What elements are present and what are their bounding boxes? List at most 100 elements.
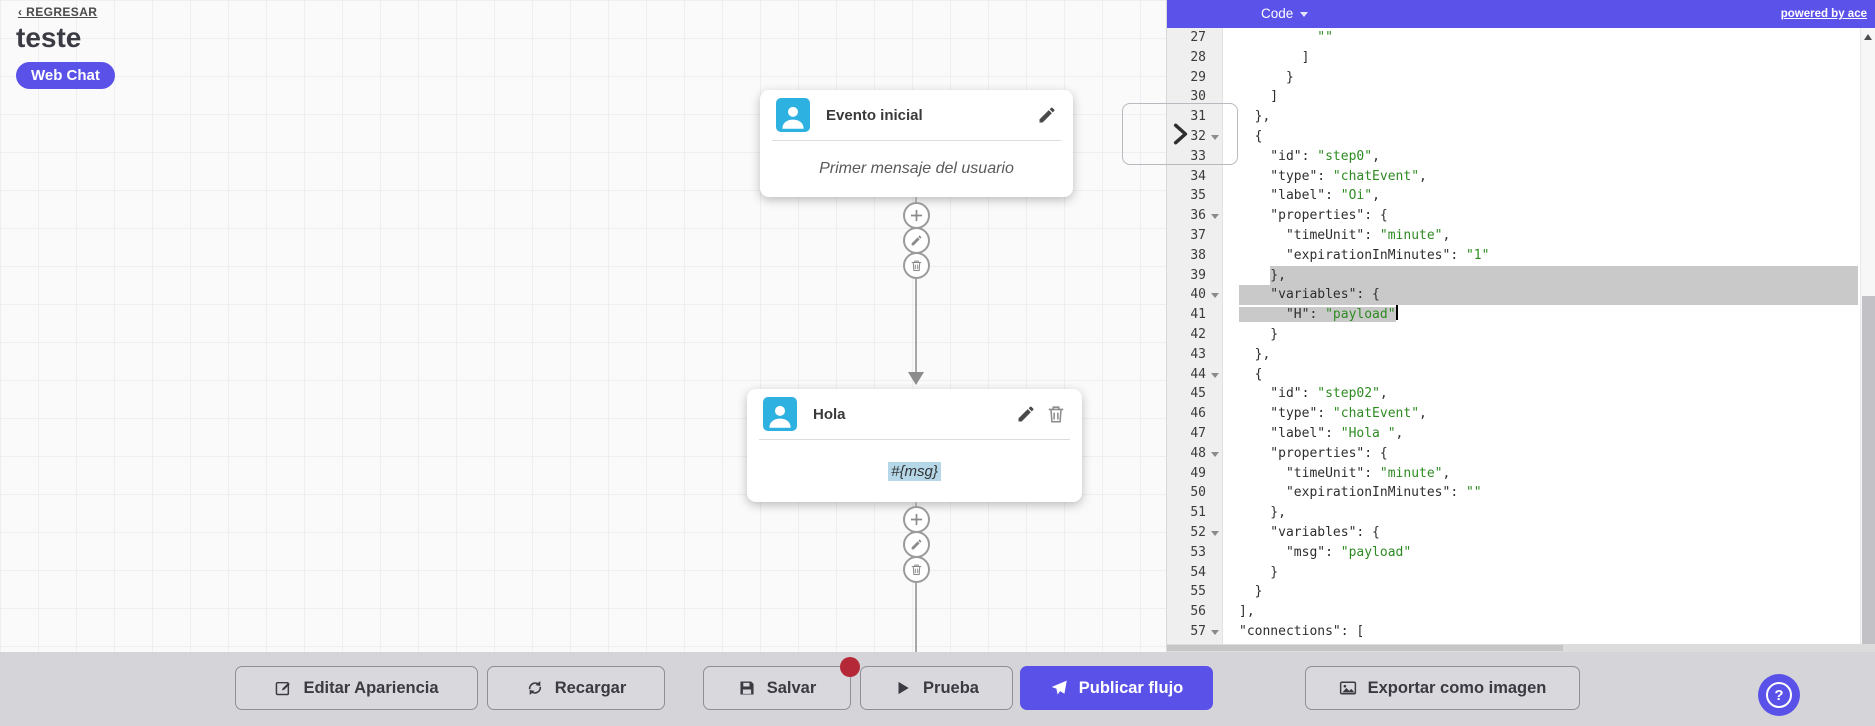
code-line[interactable]: } bbox=[1239, 326, 1279, 342]
edit-icon[interactable] bbox=[1016, 404, 1036, 424]
scroll-up-arrow-icon[interactable] bbox=[1864, 34, 1872, 40]
scrollbar-thumb[interactable] bbox=[1167, 645, 1564, 651]
collapse-code-panel-button[interactable] bbox=[1122, 103, 1238, 165]
code-line[interactable]: "variables": { bbox=[1239, 524, 1380, 540]
code-line[interactable]: "timeUnit": "minute", bbox=[1239, 227, 1451, 243]
plus-icon bbox=[910, 209, 923, 222]
code-line[interactable]: { bbox=[1223, 642, 1875, 645]
gutter-line-number: 57 bbox=[1167, 622, 1222, 642]
code-line[interactable]: ], bbox=[1239, 604, 1255, 620]
fold-caret-icon[interactable] bbox=[1211, 451, 1219, 457]
selection-stripe bbox=[1270, 265, 1858, 286]
code-line[interactable]: } bbox=[1239, 69, 1294, 85]
salvar-button[interactable]: Salvar bbox=[703, 657, 860, 710]
toolbar-button-label: Exportar como imagen bbox=[1367, 678, 1547, 697]
channel-badge: Web Chat bbox=[16, 62, 115, 89]
gutter-line-number: 33 bbox=[1190, 148, 1206, 164]
gutter-line-number: 46 bbox=[1190, 406, 1206, 422]
toolbar-button-label: Prueba bbox=[923, 678, 979, 697]
refresh-icon bbox=[526, 679, 555, 697]
edit-connection-button[interactable] bbox=[903, 227, 930, 254]
delete-connection-button[interactable] bbox=[903, 252, 930, 279]
user-icon bbox=[763, 397, 797, 431]
editar-apariencia-button[interactable]: Editar Apariencia bbox=[235, 666, 478, 710]
gutter-line-number: 45 bbox=[1190, 386, 1206, 402]
vertical-scrollbar[interactable] bbox=[1860, 28, 1875, 644]
code-line[interactable]: } bbox=[1239, 564, 1279, 580]
fold-caret-icon[interactable] bbox=[1211, 214, 1219, 220]
code-line[interactable]: "variables": { bbox=[1223, 285, 1875, 306]
code-line[interactable]: ] bbox=[1239, 89, 1279, 105]
powered-by-ace-link[interactable]: powered by ace bbox=[1780, 8, 1867, 20]
publicar-flujo-button[interactable]: Publicar flujo bbox=[1020, 666, 1213, 710]
delete-connection-button[interactable] bbox=[903, 556, 930, 583]
horizontal-scrollbar[interactable] bbox=[1167, 644, 1875, 652]
exportar-como-imagen-button[interactable]: Exportar como imagen bbox=[1305, 666, 1580, 710]
code-line[interactable]: } bbox=[1239, 584, 1263, 600]
fold-caret-icon[interactable] bbox=[1211, 629, 1219, 635]
gutter-line-number: 41 bbox=[1190, 307, 1206, 323]
code-line[interactable]: "label": "Hola ", bbox=[1239, 425, 1404, 441]
code-line[interactable]: }, bbox=[1239, 109, 1271, 125]
code-line[interactable]: "expirationInMinutes": "" bbox=[1239, 485, 1482, 501]
edit-connection-button[interactable] bbox=[903, 531, 930, 558]
code-line[interactable]: }, bbox=[1239, 346, 1271, 362]
node-header: Evento inicial bbox=[760, 90, 1073, 140]
code-line[interactable]: "properties": { bbox=[1239, 445, 1388, 461]
prueba-button[interactable]: Prueba bbox=[860, 666, 1013, 710]
scrollbar-thumb[interactable] bbox=[1862, 296, 1875, 644]
gutter-line-number: 47 bbox=[1190, 425, 1206, 441]
gutter-line-number: 37 bbox=[1190, 227, 1206, 243]
gutter-line-number: 53 bbox=[1190, 544, 1206, 560]
save-icon bbox=[738, 679, 767, 697]
gutter-line-number: 50 bbox=[1190, 485, 1206, 501]
fold-caret-icon[interactable] bbox=[1211, 530, 1219, 536]
code-line[interactable]: "id": "step0", bbox=[1239, 148, 1380, 164]
trash-icon[interactable] bbox=[1046, 404, 1066, 424]
code-line[interactable]: ] bbox=[1239, 49, 1310, 65]
code-line[interactable]: "label": "Oi", bbox=[1239, 188, 1380, 204]
pencil-icon bbox=[911, 539, 922, 550]
editor-content[interactable]: "" ] } ] }, { "id": "step0", "type": "ch… bbox=[1223, 28, 1875, 644]
code-line[interactable]: "connections": [ bbox=[1239, 623, 1365, 639]
flow-node-evento-inicial[interactable]: Evento inicial Primer mensaje del usuari… bbox=[760, 90, 1073, 197]
fold-caret-icon[interactable] bbox=[1211, 372, 1219, 378]
node-title: Hola bbox=[813, 405, 846, 423]
code-line[interactable]: { bbox=[1239, 366, 1263, 382]
gutter-line-number: 48 bbox=[1167, 444, 1222, 464]
edit-icon[interactable] bbox=[1037, 105, 1057, 125]
flow-node-hola[interactable]: Hola #{msg} bbox=[747, 389, 1082, 502]
fold-caret-icon[interactable] bbox=[1211, 134, 1219, 140]
back-link[interactable]: ‹ REGRESAR bbox=[18, 5, 98, 19]
code-line[interactable]: "timeUnit": "minute", bbox=[1239, 465, 1451, 481]
gutter-line-number: 29 bbox=[1190, 69, 1206, 85]
code-mode-label: Code bbox=[1261, 6, 1294, 21]
fold-caret-icon[interactable] bbox=[1211, 293, 1219, 299]
gutter-line-number: 51 bbox=[1190, 505, 1206, 521]
divider bbox=[772, 140, 1061, 141]
code-line[interactable]: }, bbox=[1223, 265, 1875, 286]
gutter-line-number: 35 bbox=[1190, 188, 1206, 204]
code-line[interactable]: "expirationInMinutes": "1" bbox=[1239, 247, 1490, 263]
connector-line bbox=[915, 197, 917, 373]
code-line[interactable]: "H": "payload" bbox=[1239, 305, 1398, 323]
code-line[interactable]: "type": "chatEvent", bbox=[1239, 406, 1427, 422]
code-line[interactable]: "properties": { bbox=[1239, 208, 1388, 224]
code-line[interactable]: { bbox=[1239, 128, 1263, 144]
recargar-button[interactable]: Recargar bbox=[487, 666, 665, 710]
add-step-button[interactable] bbox=[903, 506, 930, 533]
gutter-line-number: 30 bbox=[1190, 89, 1206, 105]
code-mode-dropdown[interactable]: Code bbox=[1261, 0, 1309, 28]
image-icon bbox=[1339, 679, 1368, 697]
gutter-line-number: 34 bbox=[1190, 168, 1206, 184]
add-step-button[interactable] bbox=[903, 202, 930, 229]
send-icon bbox=[1050, 679, 1079, 697]
code-line[interactable]: "msg": "payload" bbox=[1239, 544, 1412, 560]
code-line[interactable]: }, bbox=[1239, 505, 1286, 521]
code-line[interactable]: "" bbox=[1239, 30, 1333, 45]
help-button[interactable]: ? bbox=[1758, 674, 1800, 716]
code-line[interactable]: "id": "step02", bbox=[1239, 386, 1388, 402]
code-line[interactable]: "type": "chatEvent", bbox=[1239, 168, 1427, 184]
